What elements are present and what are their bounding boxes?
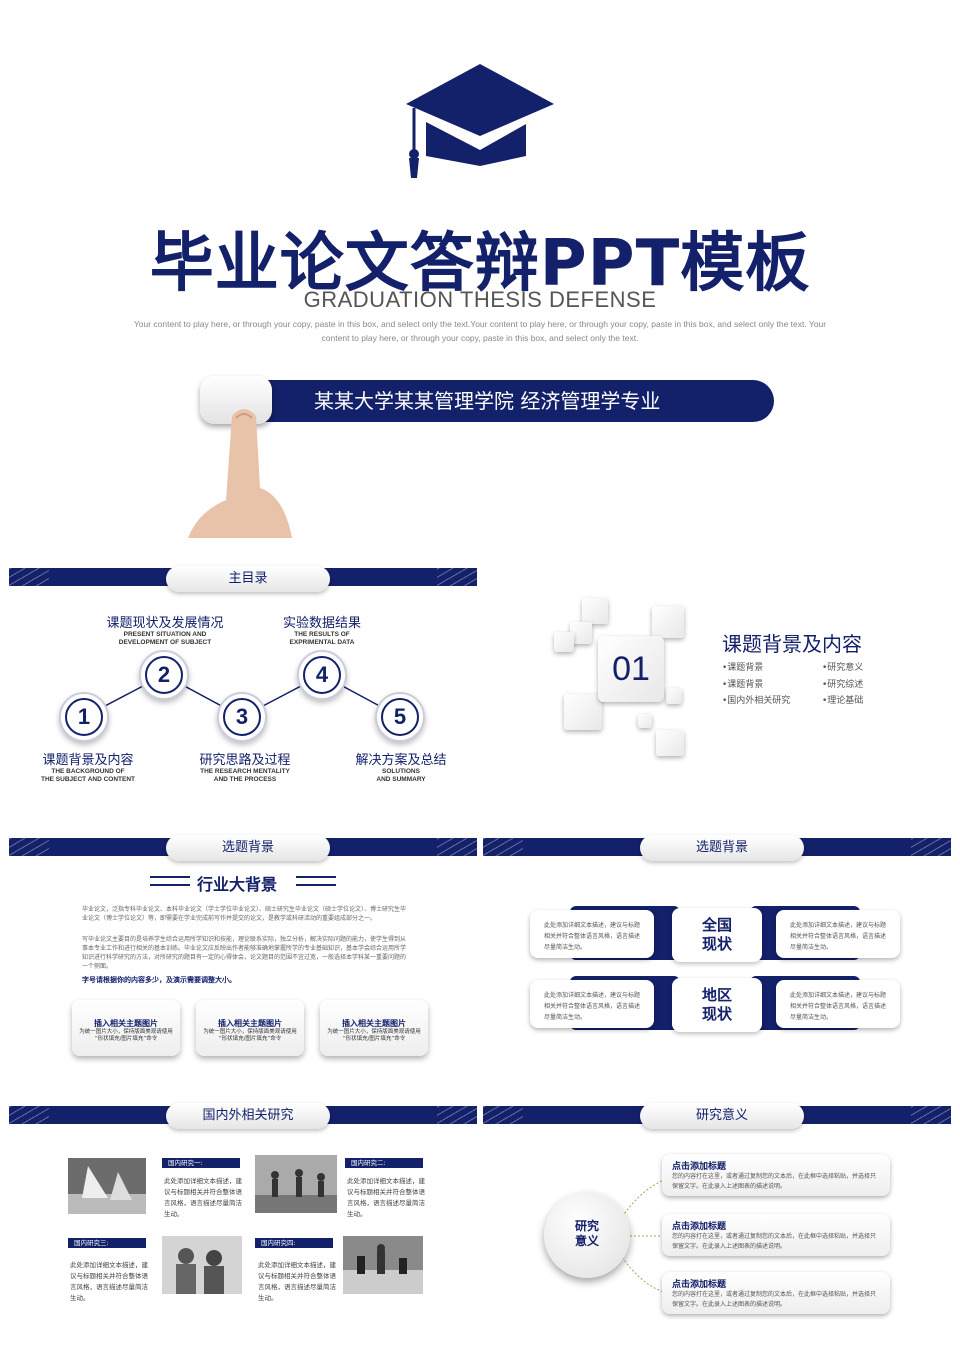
bullet-item: •课题背景	[722, 663, 764, 673]
bg1-heading: 选题背景	[166, 835, 330, 861]
text-box[interactable]: 此处添加详细文本描述，建议与标题相关并符合整体语言风格，语言描述尽量简洁生动。	[530, 910, 654, 958]
significance-center: 研究意义	[544, 1192, 630, 1278]
bg1-title: 行业大背景	[197, 875, 278, 894]
research-label: 国内研究四:	[255, 1238, 333, 1248]
title-lines-left	[150, 876, 190, 886]
step-5-circle[interactable]: 5	[375, 692, 425, 742]
text-box[interactable]: 此处添加详细文本描述，建议与标题相关并符合整体语言风格，语言描述尽量简洁生动。	[776, 910, 900, 958]
national-status: 全国现状	[672, 908, 762, 962]
significance-card[interactable]: 点击添加标题您的内容打在这里，或者通过复制您的文本后，在此框中选择粘贴，并选择只…	[662, 1154, 890, 1196]
bg1-paragraph-1: 毕业论文，泛指专科毕业论文、本科毕业论文（学士学位毕业论文）、硕士研究生毕业论文…	[82, 906, 407, 922]
deco-square	[582, 598, 608, 624]
step-3-circle[interactable]: 3	[217, 692, 267, 742]
deco-square	[638, 714, 652, 728]
deco-square	[666, 688, 682, 704]
step-2-circle[interactable]: 2	[139, 650, 189, 700]
research-text: 此处添加详细文本描述，建议与标题相关并符合整体语言风格，语言描述尽量简洁生动。	[164, 1177, 242, 1218]
school-name: 某某大学某某管理学院 经济管理学专业	[314, 389, 661, 413]
significance-heading: 研究意义	[640, 1103, 804, 1129]
research-text: 此处添加详细文本描述，建议与标题相关并符合整体语言风格，语言描述尽量简洁生动。	[258, 1261, 336, 1302]
deco-square	[554, 632, 574, 652]
step-1-label: 课题背景及内容 THE BACKGROUND OF THE SUBJECT AN…	[40, 753, 135, 783]
text-box[interactable]: 此处添加详细文本描述，建议与标题相关并符合整体语言风格，语言描述尽量简洁生动。	[530, 980, 654, 1028]
research-text: 此处添加详细文本描述，建议与标题相关并符合整体语言风格，语言描述尽量简洁生动。	[347, 1177, 425, 1218]
step-3-label: 研究思路及过程 THE RESEARCH MENTALITY AND THE P…	[199, 753, 291, 783]
step-5-label: 解决方案及总结 SOLUTIONS AND SUMMARY	[355, 753, 447, 783]
significance-card[interactable]: 点击添加标题您的内容打在这里，或者通过复制您的文本后，在此框中选择粘贴，并选择只…	[662, 1272, 890, 1314]
section-number-box: 01	[598, 636, 664, 702]
text-box[interactable]: 此处添加详细文本描述，建议与标题相关并符合整体语言风格，语言描述尽量简洁生动。	[776, 980, 900, 1028]
bg1-note: 字号请根据你的内容多少，及演示需要调整大小。	[82, 976, 236, 984]
section-01-title: 课题背景及内容	[722, 632, 862, 656]
title-lines-right	[296, 876, 336, 886]
pointing-finger-icon	[188, 409, 292, 538]
regional-status: 地区现状	[672, 978, 762, 1032]
image-card[interactable]: 插入相关主题图片为统一图片大小，保持版面美观请使用“形状填充/图片填充”命令	[196, 1000, 304, 1056]
step-4-label: 实验数据结果 THE RESULTS OF EXPRIMENTAL DATA	[282, 616, 361, 646]
deco-square	[656, 730, 684, 756]
image-card[interactable]: 插入相关主题图片为统一图片大小，保持版面美观请使用“形状填充/图片填充”命令	[320, 1000, 428, 1056]
bullet-item: •课题背景	[722, 680, 764, 690]
bullet-item: •研究综述	[822, 680, 864, 690]
step-2-label: 课题现状及发展情况 PRESENT SITUATION AND DEVELOPM…	[106, 616, 224, 646]
deco-square	[570, 622, 592, 644]
deco-square	[652, 606, 684, 638]
research-heading: 国内外相关研究	[166, 1103, 330, 1129]
hero-title: 毕业论文答辩PPT模板	[149, 227, 811, 301]
research-label: 国内研究一:	[162, 1158, 240, 1168]
bullet-item: •理论基础	[822, 696, 864, 706]
image-card[interactable]: 插入相关主题图片为统一图片大小，保持版面美观请使用“形状填充/图片填充”命令	[72, 1000, 180, 1056]
deco-square	[564, 694, 602, 730]
step-1-circle[interactable]: 1	[59, 692, 109, 742]
hero-description: Your content to play here, or through yo…	[133, 319, 827, 343]
hero-subtitle: GRADUATION THESIS DEFENSE	[303, 287, 657, 312]
bg1-paragraph-2: 写毕业论文主要目的是培养学生综合运用所学知识和技能，理论联系实际，独立分析，解决…	[82, 936, 407, 970]
bullet-item: •研究意义	[822, 663, 864, 673]
bullet-item: •国内外相关研究	[722, 696, 791, 706]
significance-card[interactable]: 点击添加标题您的内容打在这里，或者通过复制您的文本后，在此框中选择粘贴，并选择只…	[662, 1214, 890, 1256]
research-label: 国内研究三:	[68, 1238, 146, 1248]
sailing-photo	[68, 1158, 146, 1214]
research-label: 国内研究二:	[345, 1158, 423, 1168]
chess-photo	[343, 1236, 423, 1294]
research-text: 此处添加详细文本描述，建议与标题相关并符合整体语言风格，语言描述尽量简洁生动。	[70, 1261, 148, 1302]
graduation-cap-icon	[406, 64, 554, 178]
bg2-heading: 选题背景	[640, 835, 804, 861]
runners-photo	[255, 1155, 337, 1213]
toc-heading: 主目录	[166, 566, 330, 592]
step-4-circle[interactable]: 4	[297, 650, 347, 700]
friends-photo	[162, 1236, 242, 1294]
school-banner: 某某大学某某管理学院 经济管理学专业	[220, 380, 774, 422]
